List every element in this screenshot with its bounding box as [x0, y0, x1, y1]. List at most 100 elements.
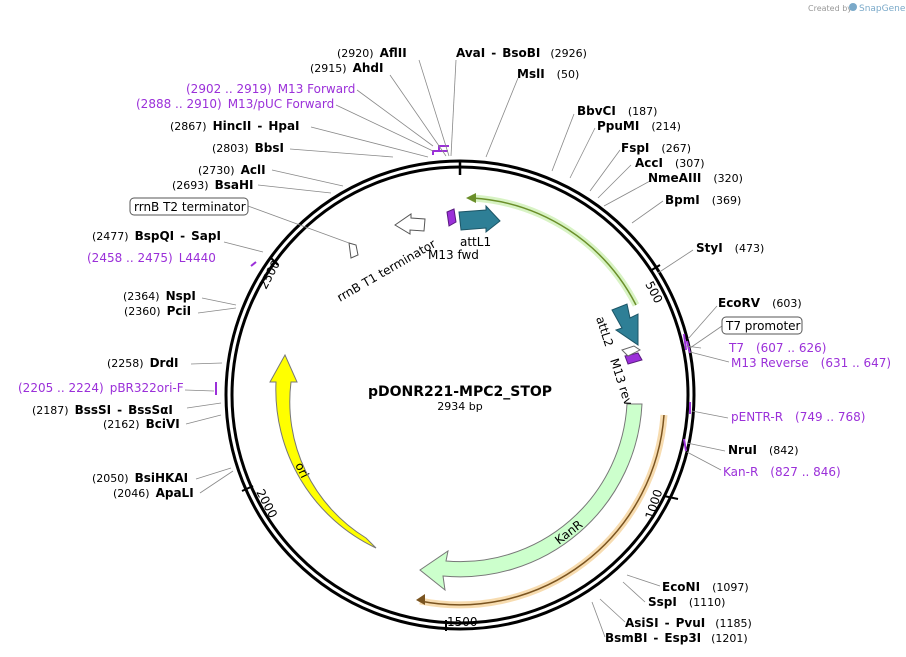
enzyme-bsssi-label[interactable]: (2187)BssSI-BssSαI [32, 403, 173, 417]
enzyme-bbsi-label[interactable]: (2803)BbsI [212, 141, 284, 155]
enzyme-ahdi-label[interactable]: (2915)AhdI [310, 61, 383, 75]
primer-m13-forward-label[interactable]: (2902 .. 2919)M13 Forward [186, 82, 355, 96]
tick-label-2000: 2000 [253, 487, 280, 521]
leader-pbr322ori-f [184, 389, 215, 392]
primer-m13-reverse-label[interactable]: M13 Reverse(631 .. 647) [731, 356, 891, 370]
enzyme-avai-label[interactable]: AvaI-BsoBI(2926) [456, 46, 587, 60]
attl2-label: attL2 [593, 315, 616, 349]
enzyme-bcivi-label[interactable]: (2162)BciVI [103, 417, 180, 431]
leader-bpmi [631, 200, 664, 224]
tick-label-500: 500 [642, 279, 665, 306]
leader-nrui [686, 442, 726, 452]
snapgene-logo-icon [849, 3, 857, 11]
enzyme-ppumi-label[interactable]: PpuMI(214) [597, 119, 681, 133]
leader-econi [626, 574, 661, 587]
tick-label-1500: 1500 [447, 615, 478, 629]
primer-mark-m13-puc-forward [432, 150, 448, 155]
primer-mark-m13-reverse [686, 340, 691, 354]
leader-bsssi [186, 402, 222, 409]
enzyme-nrui-label[interactable]: NruI(842) [728, 443, 799, 457]
enzyme-acli-label[interactable]: (2730)AclI [198, 163, 266, 177]
enzyme-acci-label[interactable]: AccI(307) [635, 156, 705, 170]
leader-t7-promoter [689, 325, 723, 349]
enzyme-asisi-label[interactable]: AsiSI-PvuI(1185) [625, 616, 752, 630]
enzyme-bsmbi-label[interactable]: BsmBI-Esp3I(1201) [605, 631, 748, 645]
primer-pentr-r-label[interactable]: pENTR-R(749 .. 768) [731, 410, 865, 424]
primer-t7-label[interactable]: T7(607 .. 626) [728, 341, 826, 355]
tick-mark-500 [649, 264, 661, 272]
primer-pbr322ori-f-label[interactable]: (2205 .. 2224)pBR322ori-F [18, 381, 184, 395]
enzyme-fspi-label[interactable]: FspI(267) [621, 141, 691, 155]
primer-kan-r-label[interactable]: Kan-R(827 .. 846) [723, 465, 841, 479]
leader-kan-r [686, 451, 722, 471]
enzyme-drdi-label[interactable]: (2258)DrdI [107, 356, 179, 370]
leader-bsahi [257, 184, 332, 194]
leader-m13-forward [356, 89, 434, 147]
enzyme-bpmi-label[interactable]: BpmI(369) [665, 193, 741, 207]
leader-styi [657, 249, 694, 274]
enzyme-aflii-label[interactable]: (2920)AflII [337, 46, 407, 60]
leader-pentr-r [691, 410, 729, 419]
leader-ahdi [389, 74, 447, 157]
m13-rev-outline-icon [621, 345, 641, 357]
leader-m13-reverse [689, 351, 730, 363]
plasmid-name: pDONR221-MPC2_STOP [368, 384, 552, 400]
leader-bsihkai [195, 467, 232, 480]
leader-t7 [685, 345, 702, 349]
credit-brand: SnapGene [859, 4, 906, 14]
attl2-feature[interactable] [611, 303, 639, 346]
m13-fwd-feature[interactable] [446, 208, 457, 227]
tick-mark-2500 [270, 257, 279, 266]
credit-prefix: Created by [808, 4, 852, 13]
leader-bbsi [289, 148, 394, 158]
attl1-label: attL1 [460, 235, 491, 249]
leader-fspi [589, 149, 621, 192]
leader-bspqi [223, 241, 264, 253]
leader-bcivi [185, 414, 222, 425]
m13-rev-label: M13 rev [607, 357, 635, 408]
t7-promoter-box[interactable] [721, 316, 803, 335]
leader-asisi [599, 598, 626, 623]
enzyme-hincii-label[interactable]: (2867)HincII-HpaI [170, 119, 300, 133]
leader-acli [271, 169, 344, 187]
enzyme-bsihkai-label[interactable]: (2050)BsiHKAI [92, 471, 188, 485]
enzyme-bsahi-label[interactable]: (2693)BsaHI [172, 178, 253, 192]
leader-sspi [622, 581, 646, 603]
enzyme-nspi-label[interactable]: (2364)NspI [123, 289, 196, 303]
leader-bbvci [551, 113, 575, 172]
enzyme-ecorv-label[interactable]: EcoRV(603) [718, 296, 802, 310]
primer-m13-puc-forward-label[interactable]: (2888 .. 2910)M13/pUC Forward [136, 97, 334, 111]
enzyme-apali-label[interactable]: (2046)ApaLI [113, 486, 194, 500]
enzyme-styi-label[interactable]: StyI(473) [696, 241, 764, 255]
leader-rrnb-t2 [247, 205, 350, 244]
primer-mark-l4440 [250, 261, 257, 267]
primer-mark-kan-r [683, 438, 687, 452]
enzyme-bbvci-label[interactable]: BbvCI(187) [577, 104, 657, 118]
ori-label: ori [292, 460, 311, 480]
leader-aflii [418, 59, 450, 157]
ori-feature[interactable] [269, 353, 377, 549]
orf-orange-arc [419, 414, 665, 606]
kanr-feature[interactable] [419, 403, 643, 592]
enzyme-bspqi-label[interactable]: (2477)BspQI-SapI [92, 229, 221, 243]
enzyme-pcii-label[interactable]: (2360)PciI [124, 304, 191, 318]
primer-l4440-label[interactable]: (2458 .. 2475)L4440 [87, 251, 216, 265]
leader-ecorv [687, 305, 718, 340]
enzyme-econi-label[interactable]: EcoNI(1097) [662, 580, 749, 594]
attl1-feature[interactable] [458, 204, 501, 234]
plasmid-size: 2934 bp [437, 400, 482, 413]
tick-marks [241, 257, 679, 631]
orf-orange-arrowhead [416, 594, 425, 605]
primer-mark-t7 [683, 333, 687, 351]
rrnb-t1-feature[interactable] [394, 213, 426, 235]
enzyme-msli-label[interactable]: MslI(50) [517, 67, 579, 81]
enzyme-sspi-label[interactable]: SspI(1110) [648, 595, 725, 609]
enzyme-nmeaiii-label[interactable]: NmeAIII(320) [648, 171, 743, 185]
rrnb-t2-feature[interactable] [348, 242, 359, 259]
leader-pcii [197, 307, 237, 314]
leader-nspi [201, 297, 237, 306]
rrnb-t2-terminator-box[interactable] [129, 197, 249, 216]
leader-msli [485, 77, 519, 158]
leader-lines [184, 59, 730, 638]
orf-green-arc [471, 197, 637, 306]
